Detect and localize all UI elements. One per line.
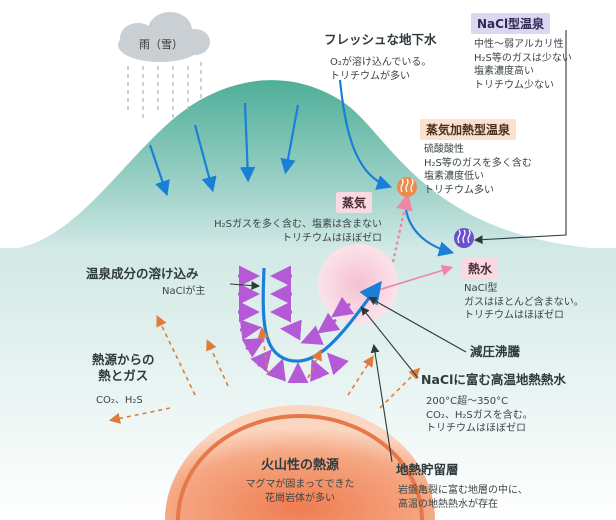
hot-water-details: NaCl型 ガスはほとんど含まない。 トリチウムはほぼゼロ: [464, 282, 584, 323]
heat-and-gas-sub: CO₂、H₂S: [96, 395, 143, 406]
hot-water-line: トリチウムはほぼゼロ: [464, 310, 564, 321]
heat-source-rim: [176, 414, 424, 520]
reservoir-line: 高温の地熱熱水が存在: [398, 498, 498, 510]
volcanic-source-line: マグマが固まってできた: [245, 479, 355, 490]
reservoir-details: 岩盤亀裂に富む地層の中に、 高温の地熱熱水が存在: [398, 484, 528, 511]
heat-and-gas-line: 熱源からの: [92, 352, 155, 367]
mountain-note-line: トリチウムはほぼゼロ: [282, 232, 382, 244]
hot-water-arrow: [371, 265, 454, 293]
nacl-spring-tag: NaCl型温泉: [471, 13, 551, 34]
mountain-note-line: H₂Sガスを多く含む、塩素は含まない: [214, 219, 382, 230]
rain-icon: [127, 62, 202, 120]
reservoir-line: 岩盤亀裂に富む地層の中に、: [398, 485, 528, 496]
volcanic-source-title: 火山性の熱源: [260, 458, 339, 473]
steam-spring-tag: 蒸気加熱型温泉: [420, 119, 517, 140]
circulation-flow: [261, 267, 382, 363]
hot-water-line: NaCl型: [464, 283, 498, 294]
heat-and-gas-title: 熱源からの 熱とガス: [92, 352, 155, 383]
nacl-spring-line: 塩素濃度高い: [474, 66, 534, 77]
mountain-note: H₂Sガスを多く含む、塩素は含まない トリチウムはほぼゼロ: [138, 218, 382, 245]
cloud-label: 雨（雪）: [139, 38, 183, 51]
dissolution-title: 温泉成分の溶け込み: [86, 266, 199, 281]
heat-gas-arrows: [108, 315, 421, 424]
dissolution-arrows: [238, 265, 355, 383]
fresh-groundwater-title: フレッシュな地下水: [324, 32, 437, 47]
steam-spring-line: 硫酸酸性: [424, 144, 464, 155]
steam-spring-details: 硫酸酸性 H₂S等のガスを多く含む 塩素濃度低い トリチウム多い: [424, 143, 532, 197]
onsen-icon: [397, 177, 417, 197]
infiltration-arrows: [148, 79, 455, 257]
nacl-spring-line: H₂S等のガスは少ない: [474, 52, 572, 64]
fresh-groundwater-line: O₂が溶け込んでいる。: [330, 57, 432, 68]
nacl-geothermal-title: NaClに富む高温地熱熱水: [421, 372, 566, 387]
cloud-icon: [118, 12, 210, 62]
hot-water-line: ガスはほとんど含まない。: [464, 296, 584, 308]
steam-spring-line: 塩素濃度低い: [424, 171, 484, 182]
nacl-spring-line: 中性〜弱アルカリ性: [474, 39, 564, 50]
onsen-icon: [454, 228, 474, 248]
reservoir-title: 地熱貯留層: [396, 462, 459, 477]
steam-spring-line: トリチウム多い: [424, 184, 494, 196]
nacl-geothermal-line: 200°C超〜350°C: [426, 396, 509, 407]
nacl-geothermal-details: 200°C超〜350°C CO₂、H₂Sガスを含む。 トリチウムはほぼゼロ: [426, 395, 533, 436]
volcanic-source-line: 花崗岩体が多い: [265, 492, 335, 504]
leader-lines: [229, 30, 567, 463]
nacl-geothermal-line: トリチウムはほぼゼロ: [426, 423, 526, 434]
fresh-groundwater-details: O₂が溶け込んでいる。 トリチウムが多い: [330, 56, 431, 83]
nacl-spring-details: 中性〜弱アルカリ性 H₂S等のガスは少ない 塩素濃度高い トリチウム少ない: [474, 38, 572, 92]
volcanic-source-details: マグマが固まってできた 花崗岩体が多い: [222, 478, 378, 505]
dissolution-sub: NaClが主: [162, 286, 206, 297]
mountain: [0, 80, 616, 255]
fresh-groundwater-line: トリチウムが多い: [330, 70, 410, 82]
heat-and-gas-line: 熱とガス: [98, 367, 149, 383]
steam-tag: 蒸気: [336, 192, 373, 213]
steam-arrow: [391, 193, 413, 263]
decompression-label: 減圧沸騰: [470, 344, 521, 359]
steam-spring-line: H₂S等のガスを多く含む: [424, 157, 532, 169]
hot-water-tag: 熱水: [462, 258, 499, 279]
nacl-geothermal-line: CO₂、H₂Sガスを含む。: [426, 409, 533, 421]
nacl-spring-line: トリチウム少ない: [474, 79, 554, 91]
